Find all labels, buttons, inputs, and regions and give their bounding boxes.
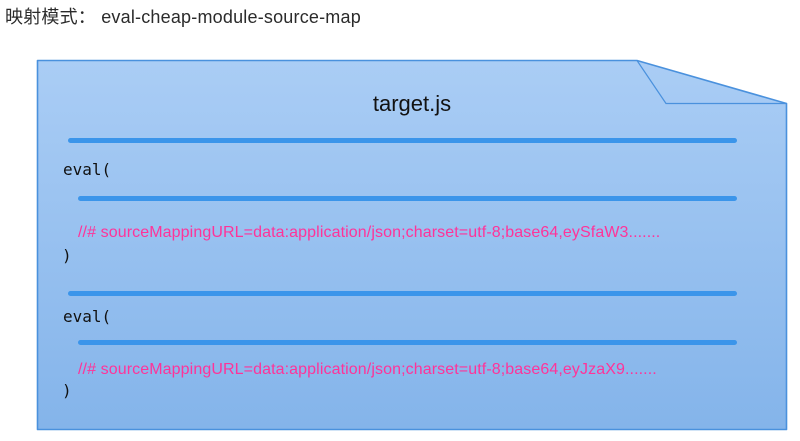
- source-mapping-url-text: //# sourceMappingURL=data:application/js…: [78, 224, 661, 241]
- eval-open-text: eval(: [63, 160, 112, 179]
- page-title: 映射模式： eval-cheap-module-source-map: [5, 3, 361, 29]
- page-outline: [36, 59, 788, 431]
- code-line-rule: [68, 291, 737, 296]
- source-mapping-url-text: //# sourceMappingURL=data:application/js…: [78, 361, 657, 378]
- eval-close-text: ): [62, 246, 72, 265]
- eval-close-text: ): [62, 381, 72, 400]
- code-line-rule: [78, 196, 737, 201]
- folded-corner-icon: [636, 60, 787, 105]
- mode-value: eval-cheap-module-source-map: [101, 7, 361, 27]
- code-line-rule: [78, 340, 737, 345]
- code-line-rule: [68, 138, 737, 143]
- mode-label: 映射模式：: [5, 7, 96, 27]
- file-title: target.js: [372, 91, 452, 116]
- eval-open-text: eval(: [63, 307, 112, 326]
